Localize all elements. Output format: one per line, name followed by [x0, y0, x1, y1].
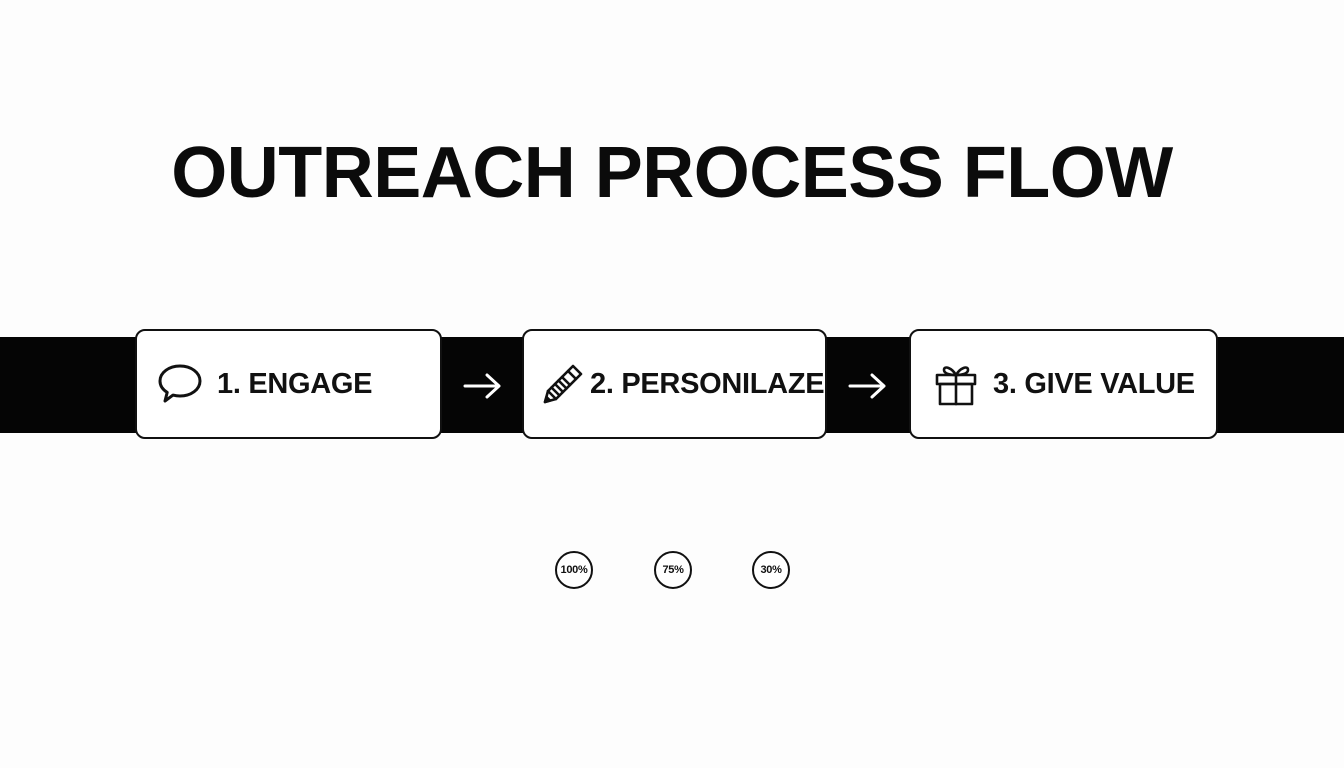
gift-icon [931, 359, 981, 409]
step-personalize: 2. PERSONILAZE [522, 329, 827, 439]
speech-bubble-icon [155, 359, 205, 409]
metric-badge: 30% [752, 551, 790, 589]
metric-badge: 100% [555, 551, 593, 589]
metric-badge: 75% [654, 551, 692, 589]
arrow-right-icon [463, 373, 501, 399]
step-label: 1. ENGAGE [217, 367, 373, 400]
arrow-right-icon [848, 373, 886, 399]
pencil-icon [538, 359, 588, 409]
step-give-value: 3. GIVE VALUE [909, 329, 1218, 439]
step-label: 3. GIVE VALUE [993, 367, 1195, 400]
step-label: 2. PERSONILAZE [590, 367, 825, 400]
page-title: OUTREACH PROCESS FLOW [171, 133, 1173, 213]
step-engage: 1. ENGAGE [135, 329, 442, 439]
